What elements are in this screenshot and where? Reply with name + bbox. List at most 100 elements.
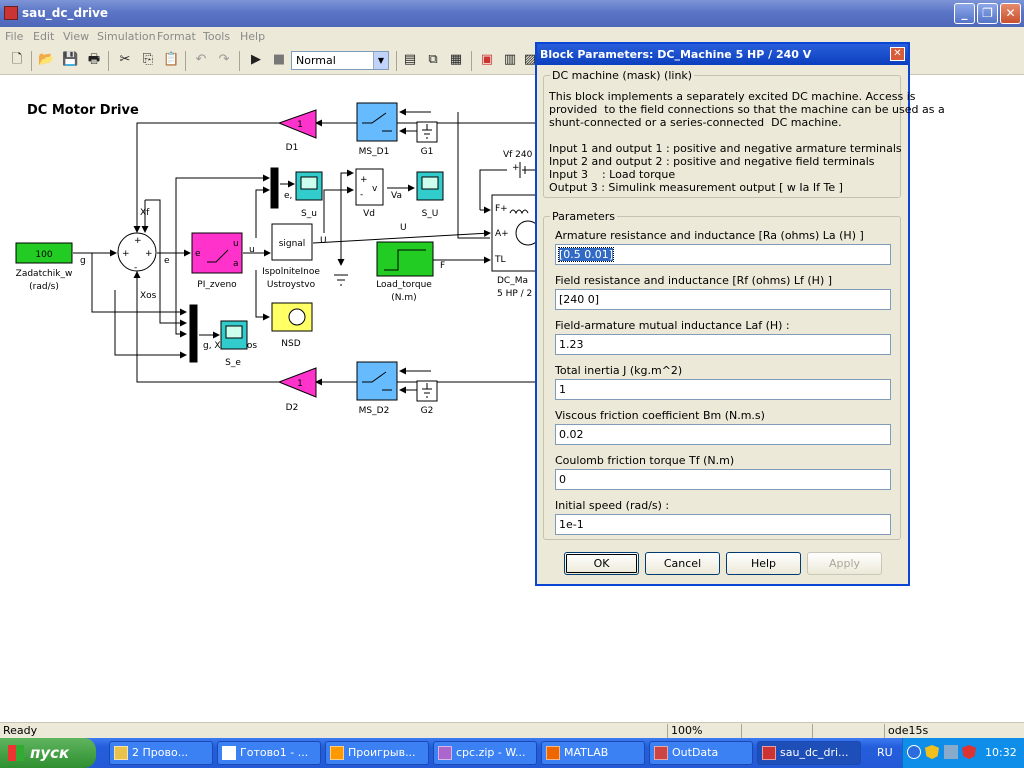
ms-d2-switch-block[interactable] (356, 361, 398, 401)
task-sau-dc-drive[interactable]: sau_dc_dri... (757, 741, 861, 765)
task-label: MATLAB (564, 746, 609, 759)
build-icon[interactable]: ▤ (403, 52, 417, 67)
signal-u-label: u (249, 245, 255, 255)
param-label-inertia: Total inertia J (kg.m^2) (555, 364, 683, 377)
parameters-group: Parameters (543, 210, 901, 540)
cut-icon[interactable]: ✂ (119, 52, 131, 67)
window-title: sau_dc_drive (22, 6, 109, 20)
total-inertia-field[interactable]: 1 (555, 379, 891, 400)
pi-zveno-block[interactable] (191, 232, 243, 274)
load-torque-block[interactable] (376, 241, 434, 277)
vd-block[interactable] (355, 168, 384, 206)
update-diagram-icon[interactable]: ⧉ (428, 52, 438, 67)
d1-gain-value: 1 (297, 120, 303, 130)
mask-description-group: DC machine (mask) (link) This block impl… (543, 69, 945, 198)
task-document[interactable]: Готово1 - ... (217, 741, 321, 765)
task-outdata[interactable]: OutData (649, 741, 753, 765)
pi-output-a: a (233, 259, 239, 269)
task-player[interactable]: Проигрыв... (325, 741, 429, 765)
network-icon[interactable] (944, 745, 958, 759)
shield-icon[interactable] (925, 745, 939, 759)
security-alert-icon[interactable] (962, 745, 976, 759)
zadatchik-block[interactable] (15, 242, 73, 264)
cancel-button[interactable]: Cancel (645, 552, 720, 575)
sum-plus-top: + (134, 236, 142, 246)
stop-simulation-icon[interactable]: ■ (272, 52, 286, 67)
ispolnitelnoe-block[interactable] (271, 223, 313, 261)
param-label-speed: Initial speed (rad/s) : (555, 499, 670, 512)
apply-button[interactable]: Apply (807, 552, 882, 575)
g2-ground-block[interactable] (416, 380, 438, 402)
copy-icon[interactable]: ⎘ (142, 52, 154, 67)
save-icon[interactable]: 💾 (62, 52, 79, 67)
menu-help[interactable]: Help (240, 30, 266, 43)
dc-port-fplus: F+ (495, 204, 508, 214)
dialog-close-button[interactable]: ✕ (890, 47, 905, 61)
armature-resistance-field[interactable]: [0.5 0.01] (555, 244, 891, 265)
vd-v: v (372, 184, 378, 194)
dialog-title: Block Parameters: DC_Machine 5 HP / 240 … (537, 44, 908, 65)
language-indicator[interactable]: RU (877, 746, 893, 759)
ms-d1-switch-block[interactable] (356, 102, 398, 142)
mux-eu-block[interactable] (270, 167, 279, 209)
signal-port-label: signal (279, 239, 306, 249)
menu-tools[interactable]: Tools (203, 30, 231, 43)
undo-icon[interactable]: ↶ (195, 52, 207, 67)
mux-main-block[interactable] (189, 304, 198, 363)
mutual-inductance-field[interactable]: 1.23 (555, 334, 891, 355)
viscous-friction-field[interactable]: 0.02 (555, 424, 891, 445)
redo-icon[interactable]: ↷ (218, 52, 230, 67)
field-resistance-field[interactable]: [240 0] (555, 289, 891, 310)
simulation-mode-select[interactable]: Normal ▼ (291, 51, 389, 70)
close-button[interactable]: ✕ (1000, 3, 1021, 24)
app-icon (4, 6, 18, 20)
mask-group-title: DC machine (mask) (link) (550, 69, 695, 82)
library-browser-icon[interactable]: ▣ (480, 52, 494, 67)
param-label-laf: Field-armature mutual inductance Laf (H)… (555, 319, 790, 332)
d2-gain-block[interactable] (277, 367, 317, 398)
ok-button[interactable]: OK (564, 552, 639, 575)
task-winzip[interactable]: cpc.zip - W... (433, 741, 537, 765)
back-arrow-icon[interactable] (907, 745, 921, 759)
paste-icon[interactable]: 📋 (163, 52, 180, 67)
vf-source-label: Vf 240 (503, 150, 533, 160)
menu-format[interactable]: Format (157, 30, 196, 43)
menu-simulation[interactable]: Simulation (97, 30, 156, 43)
mask-description-text: This block implements a separately excit… (549, 90, 945, 194)
signal-va-label: Va (391, 191, 402, 201)
menu-file[interactable]: File (5, 30, 24, 43)
maximize-button[interactable]: ❐ (977, 3, 998, 24)
sum-block[interactable] (117, 232, 157, 272)
task-matlab[interactable]: MATLAB (541, 741, 645, 765)
debug-icon[interactable]: ▨ (523, 52, 537, 67)
refresh-icon[interactable]: ▦ (449, 52, 463, 67)
signal-lines (73, 108, 535, 394)
g1-ground-block[interactable] (416, 121, 438, 143)
print-icon[interactable]: 🖶 (87, 52, 101, 67)
param-label-viscous: Viscous friction coefficient Bm (N.m.s) (555, 409, 765, 422)
chevron-down-icon[interactable]: ▼ (373, 52, 388, 69)
model-explorer-icon[interactable]: ▥ (503, 52, 517, 67)
dc-machine-label1: DC_Ma (497, 276, 528, 286)
windows-flag-icon (8, 745, 24, 761)
help-button[interactable]: Help (726, 552, 801, 575)
open-icon[interactable]: 📂 (38, 52, 55, 67)
dc-port-tl: TL (494, 255, 506, 265)
new-icon[interactable]: 🗋 (11, 52, 23, 67)
minimize-button[interactable]: _ (954, 3, 975, 24)
d1-gain-block[interactable] (277, 109, 317, 139)
start-label: пуск (30, 744, 70, 762)
menu-view[interactable]: View (63, 30, 90, 43)
coulomb-friction-field[interactable]: 0 (555, 469, 891, 490)
menu-edit[interactable]: Edit (33, 30, 55, 43)
task-folder[interactable]: 2 Прово... (109, 741, 213, 765)
model-title: DC Motor Drive (27, 103, 139, 118)
vd-plus: + (360, 175, 368, 185)
start-button[interactable]: пуск (0, 738, 96, 768)
param-label-coulomb: Coulomb friction torque Tf (N.m) (555, 454, 735, 467)
initial-speed-field[interactable]: 1e-1 (555, 514, 891, 535)
start-simulation-icon[interactable]: ▶ (251, 52, 261, 67)
d2-label: D2 (286, 403, 299, 413)
zoom-level: 100% (667, 724, 740, 738)
signal-xf-label: Xf (140, 208, 150, 218)
